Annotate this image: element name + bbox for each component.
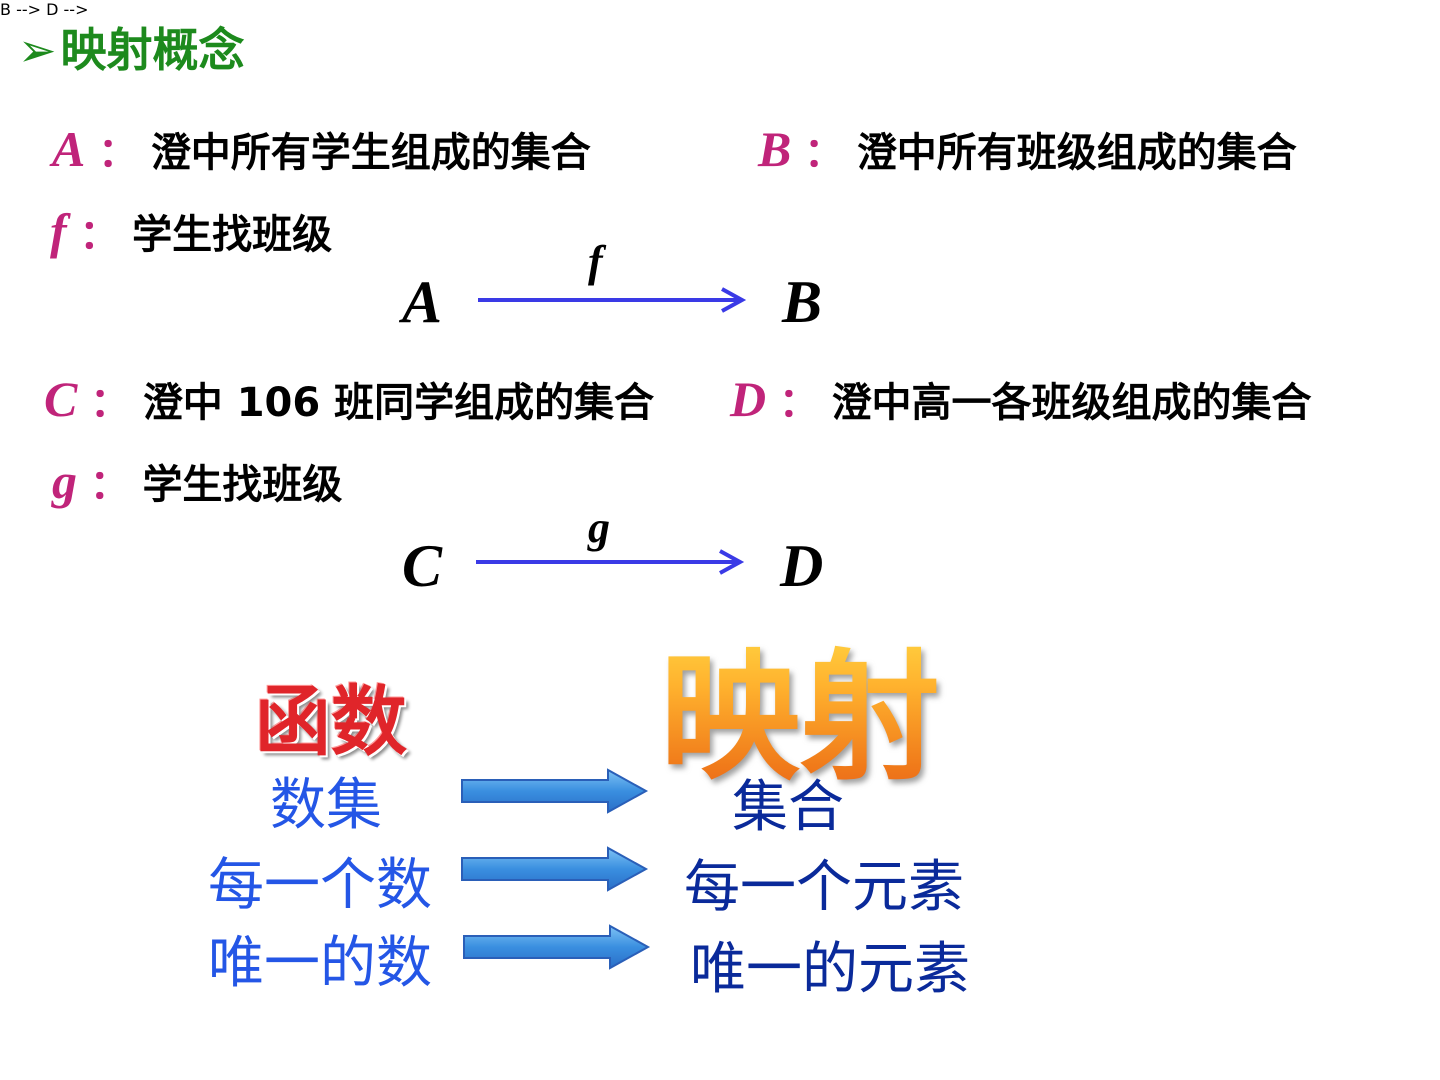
set-b-symbol: B <box>758 121 792 177</box>
map2-arrow-icon <box>476 549 745 575</box>
page-title: ➢映射概念 <box>18 14 245 80</box>
arrow-bullet-icon: ➢ <box>18 23 57 77</box>
mapping-f-text: 学生找班级 <box>132 212 333 258</box>
comparison-right-3: 唯一的元素 <box>690 937 970 1002</box>
map2-from: C <box>402 533 443 599</box>
set-a-colon: ： <box>98 130 139 176</box>
map1-from: A <box>402 269 443 335</box>
mapping-g-text: 学生找班级 <box>142 462 343 508</box>
set-d-symbol: D <box>730 371 767 427</box>
map1-arrow-icon <box>478 287 747 313</box>
set-b-definition: B ： 澄中所有班级组成的集合 <box>758 120 1297 178</box>
set-b-colon: ： <box>804 130 845 176</box>
mapping-f-colon: ： <box>79 212 120 258</box>
map1-to: B <box>782 269 823 335</box>
comparison-left-1: 数集 <box>270 773 382 838</box>
comparison-left-3: 唯一的数 <box>208 931 432 996</box>
comparison-left-2: 每一个数 <box>208 853 432 918</box>
mapping-g-symbol: g <box>52 453 77 509</box>
block-arrow-icon <box>463 924 651 970</box>
mapping-g-definition: g ： 学生找班级 <box>52 452 342 510</box>
map2-to: D <box>780 533 824 599</box>
set-d-colon: ： <box>778 380 819 426</box>
mapping-heading: 映射 <box>660 605 940 807</box>
block-arrow-icon <box>461 768 649 814</box>
comparison-right-1: 集合 <box>732 775 844 840</box>
set-c-definition: C ： 澄中 106 班同学组成的集合 <box>44 370 654 428</box>
set-a-symbol: A <box>52 121 86 177</box>
mapping-f-symbol: f <box>50 203 67 259</box>
map1-label: f <box>588 237 603 286</box>
block-arrow-icon <box>461 846 649 892</box>
set-b-text: 澄中所有班级组成的集合 <box>856 130 1297 176</box>
page-title-text: 映射概念 <box>60 23 245 77</box>
set-a-definition: A ： 澄中所有学生组成的集合 <box>52 120 591 178</box>
set-c-symbol: C <box>44 371 78 427</box>
comparison-right-2: 每一个元素 <box>684 855 964 920</box>
set-d-definition: D ： 澄中高一各班级组成的集合 <box>730 370 1312 428</box>
map2-label: g <box>588 503 610 552</box>
set-c-colon: ： <box>90 380 131 426</box>
set-d-text: 澄中高一各班级组成的集合 <box>831 380 1312 426</box>
set-a-text: 澄中所有学生组成的集合 <box>150 130 591 176</box>
mapping-f-definition: f ： 学生找班级 <box>50 202 332 260</box>
mapping-g-colon: ： <box>89 462 130 508</box>
set-c-text: 澄中 106 班同学组成的集合 <box>142 380 655 426</box>
function-heading: 函数 <box>255 677 407 766</box>
